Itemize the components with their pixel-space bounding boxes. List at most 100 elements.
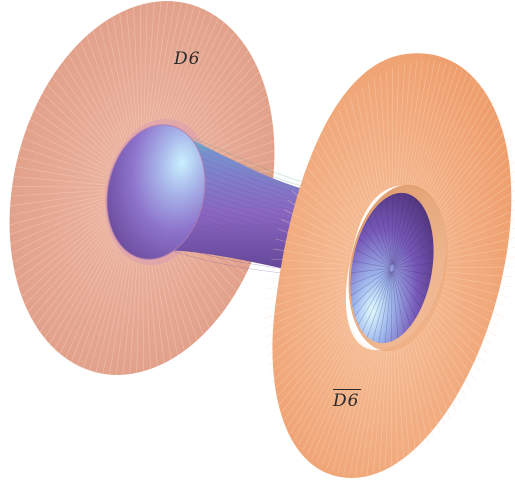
mesh-line [392,193,406,265]
mesh-line [354,270,391,317]
mesh-line [322,130,366,217]
mesh-line [439,237,515,257]
mesh-line [361,86,381,200]
mesh-line [349,346,377,476]
mesh-line [435,282,506,308]
mesh-line [392,271,399,338]
mesh-line [400,338,417,454]
mesh-line [392,270,417,318]
mesh-line [392,271,405,333]
mesh-line [344,103,375,206]
mesh-line [430,297,493,346]
mesh-line [15,166,107,183]
mesh-line [267,304,345,366]
mesh-line [425,307,481,373]
mesh-line [89,239,128,371]
mesh-line [438,161,515,228]
mesh-line [158,7,201,138]
mesh-line [350,269,391,297]
mesh-line [379,74,388,195]
mesh-line [306,338,361,455]
mesh-line [271,258,347,265]
mesh-line [270,311,347,383]
mesh-line [396,341,405,462]
mesh-line [439,190,515,239]
mesh-line [393,269,422,309]
mesh-line [362,227,391,267]
mesh-line [16,213,108,281]
mesh-line [410,61,441,190]
mesh-line [385,344,390,471]
mesh-line [54,232,118,350]
mesh-line [59,234,120,354]
mesh-line [403,336,423,450]
mesh-line [427,90,486,201]
mesh-line [350,268,391,285]
mesh-line [333,116,370,211]
mesh-line [416,322,457,413]
mesh-line [428,96,490,203]
mesh-line [431,293,497,337]
mesh-line [423,310,477,382]
mesh-line [409,330,440,433]
mesh-line [367,82,384,198]
mesh-line [350,97,377,204]
mesh-line [430,102,494,206]
mesh-line [440,209,515,246]
mesh-line [393,268,432,276]
mesh-line [122,240,137,375]
left-throat [106,124,206,260]
mesh-line [311,340,362,460]
mesh-line [414,64,452,191]
mesh-line [277,320,349,407]
mesh-line [26,128,110,172]
mesh-line [420,316,467,398]
mesh-line [357,270,391,325]
mesh-line [439,256,515,265]
mesh-line [70,236,123,363]
mesh-line [62,61,121,153]
mesh-line [350,267,391,274]
mesh-line [265,279,345,300]
mesh-line [287,199,353,243]
mesh-line [427,304,486,364]
mesh-line [385,198,392,265]
mesh-line [421,313,472,390]
mesh-line [147,1,162,136]
mesh-line [358,238,391,267]
mesh-line [321,343,366,467]
mesh-line [393,219,430,266]
mesh-line [327,123,368,214]
mesh-line [394,65,399,192]
mesh-line [92,30,129,144]
mesh-line [86,35,127,146]
mesh-line [392,195,412,265]
mesh-line [332,345,370,472]
mesh-line [436,278,509,298]
mesh-line [150,1,175,136]
mesh-line [373,77,386,196]
mesh-line [74,47,124,149]
mesh-line [154,3,189,137]
mesh-line [51,76,118,157]
mesh-line [27,222,111,313]
mesh-line [9,200,106,235]
mesh-line [407,60,435,190]
mesh-line [298,172,357,232]
mesh-line [437,144,512,222]
mesh-line [272,314,347,392]
mesh-line [440,199,515,242]
mesh-line [393,342,398,466]
mesh-line [393,269,426,298]
mesh-line [393,229,432,267]
mesh-line [284,209,352,247]
mesh-line [428,300,490,355]
mesh-line [23,137,109,175]
mesh-line [76,237,125,366]
mesh-line [393,262,434,269]
mesh-line [33,110,112,167]
mesh-line [294,333,356,440]
mesh-line [264,287,344,319]
mesh-line [422,76,473,196]
